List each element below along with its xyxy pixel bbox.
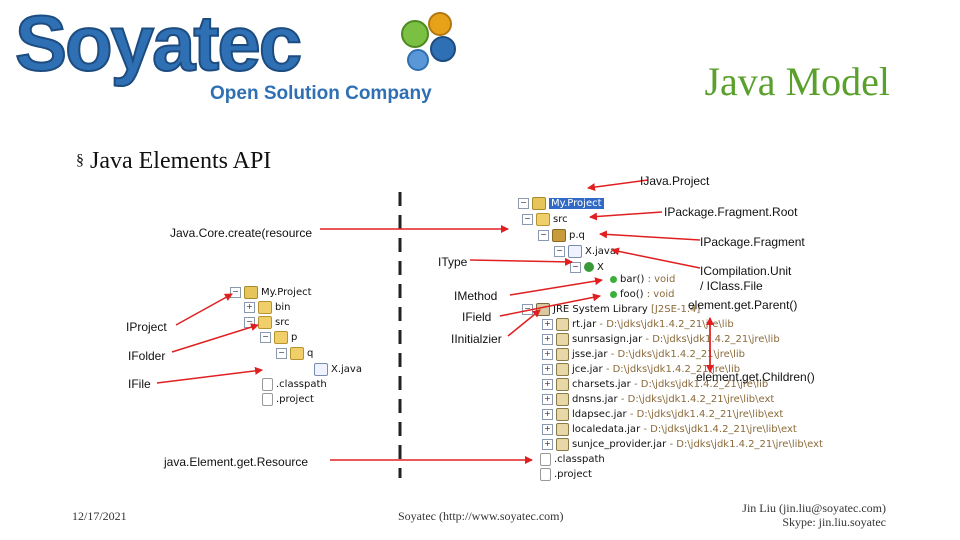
label-icompilationunit: ICompilation.Unit bbox=[700, 264, 791, 278]
arrow-itype bbox=[470, 260, 572, 262]
label-iclassfile: / IClass.File bbox=[700, 279, 763, 293]
label-iinitializer: IInitialzier bbox=[451, 332, 502, 346]
label-ipackagefragmentroot: IPackage.Fragment.Root bbox=[664, 205, 797, 219]
arrow-imethod bbox=[510, 280, 602, 295]
label-ifile: IFile bbox=[128, 377, 151, 391]
footer-author-line2: Skype: jin.liu.soyatec bbox=[700, 515, 886, 529]
arrow-ifield bbox=[500, 296, 600, 316]
footer-date: 12/17/2021 bbox=[72, 509, 127, 524]
arrow-packagefragmentroot bbox=[590, 212, 662, 217]
label-ifolder: IFolder bbox=[128, 349, 165, 363]
label-iproject: IProject bbox=[126, 320, 167, 334]
arrow-ifile bbox=[157, 370, 262, 383]
arrow-ifolder bbox=[172, 325, 258, 352]
arrow-ijavaproject bbox=[588, 180, 648, 188]
footer-center: Soyatec (http://www.soyatec.com) bbox=[398, 509, 564, 524]
label-java-element-getresource: java.Element.get.Resource bbox=[164, 455, 308, 469]
label-element-getchildren: element.get.Children() bbox=[696, 370, 815, 384]
label-ijavaproject: IJava.Project bbox=[640, 174, 709, 188]
label-itype: IType bbox=[438, 255, 467, 269]
arrow-iproject bbox=[176, 294, 232, 325]
label-element-getparent: element.get.Parent() bbox=[688, 298, 797, 312]
footer-author-line1: Jin Liu (jin.liu@soyatec.com) bbox=[700, 501, 886, 515]
arrow-icompilationunit bbox=[612, 250, 700, 268]
label-ipackagefragment: IPackage.Fragment bbox=[700, 235, 805, 249]
arrow-ipackagefragment bbox=[600, 234, 700, 240]
label-ifield: IField bbox=[462, 310, 491, 324]
label-imethod: IMethod bbox=[454, 289, 497, 303]
label-javacore-create: Java.Core.create(resource bbox=[170, 226, 312, 240]
footer-author: Jin Liu (jin.liu@soyatec.com) Skype: jin… bbox=[700, 501, 886, 529]
